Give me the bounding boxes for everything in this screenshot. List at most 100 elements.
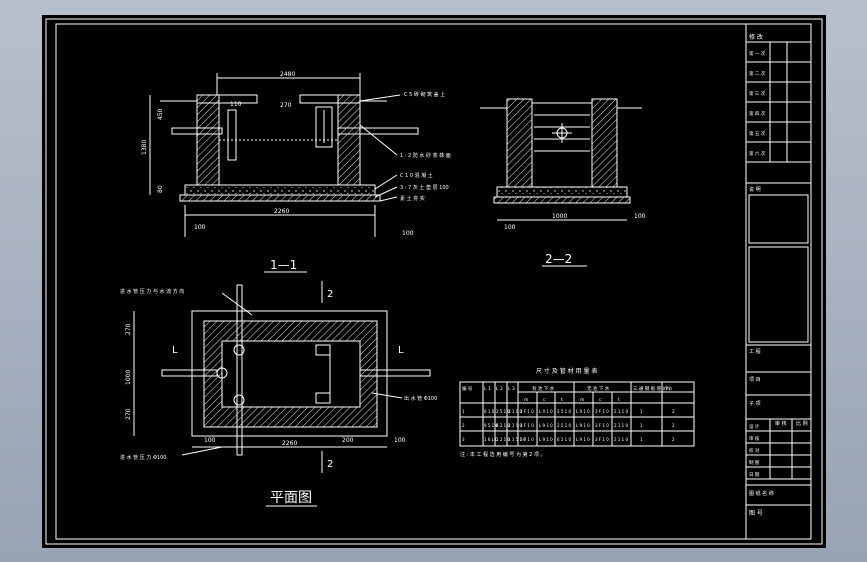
dim-plan-100-right: 100 bbox=[394, 437, 406, 444]
table-header-1: 无 池 下 水 bbox=[587, 385, 610, 392]
table-header-1: L 1 bbox=[484, 386, 491, 392]
s1-left-wall bbox=[196, 94, 220, 186]
tb-revision-row: 第 一 次 bbox=[749, 50, 766, 57]
dim-plan-L-left: L bbox=[172, 345, 178, 356]
dim-s1-100b: 100 bbox=[402, 230, 414, 237]
table-cell: 2 bbox=[462, 423, 465, 428]
plan-annotation-2: 出 水 管 Φ100 bbox=[404, 395, 437, 402]
table-cell: 2 1 1 0 bbox=[614, 437, 628, 442]
table-cell: 2 1 1 0 bbox=[508, 423, 522, 428]
annotation-3: C 1 0 混 凝 土 bbox=[400, 172, 433, 179]
s1-base-concrete bbox=[184, 184, 376, 196]
table-header-2: c bbox=[599, 398, 602, 403]
table-header-1: L 2 bbox=[496, 386, 503, 392]
dim-s1-bottom: 2260 bbox=[274, 208, 289, 215]
tb-revision-row: 第 二 次 bbox=[749, 70, 766, 77]
annotation-5: 素 土 夯 实 bbox=[400, 195, 425, 202]
table-cell: 2 1 1 0 bbox=[614, 423, 628, 428]
s1-inlet-pipe bbox=[171, 127, 223, 135]
section-1-1: 2480 2260 100 100 1380 450 80 bbox=[141, 71, 451, 273]
table-cell: 2 1 1 0 bbox=[508, 409, 522, 414]
dim-plan-L-right: L bbox=[398, 345, 404, 356]
table-cell: 3 bbox=[462, 437, 465, 442]
table-header-1: 编 号 bbox=[462, 385, 473, 392]
table-cell: L 9 1 0 bbox=[576, 409, 590, 414]
s1-right-wall bbox=[337, 94, 361, 186]
table-cell: L 9 1 0 bbox=[539, 437, 553, 442]
tb-project-row3: 子 项 bbox=[749, 400, 761, 407]
s1-outlet-pipe bbox=[337, 127, 419, 135]
dim-s1-top-inner: 270 bbox=[280, 102, 292, 109]
section-marker-bottom: 2 bbox=[327, 459, 333, 470]
table-cell: 3 F 1 0 bbox=[520, 437, 534, 442]
tb-approval-row: 日 期 bbox=[749, 472, 760, 478]
table-header-2: t bbox=[618, 397, 620, 403]
table-cell: 3 F 1 0 bbox=[520, 409, 534, 414]
dim-s2-100b: 100 bbox=[634, 213, 646, 220]
tb-revision-row: 第 三 次 bbox=[749, 90, 766, 97]
table-cell: 6 2 1 0 bbox=[557, 437, 571, 442]
annotation-2: 1 : 2 防 水 砂 浆 抹 面 bbox=[400, 152, 451, 159]
plan-annotation-3: 进 水 管 压 力 Φ100 bbox=[120, 454, 166, 461]
tb-revision-label: 修 改 bbox=[749, 33, 763, 41]
table-cell: 2 1 1 0 bbox=[614, 409, 628, 414]
plan-walls bbox=[203, 320, 378, 428]
dim-plan-270-top: 270 bbox=[125, 323, 132, 335]
table-cell: 2 5 1 0 bbox=[557, 423, 571, 428]
dim-plan-270-bot: 270 bbox=[125, 408, 132, 420]
table-cell: 1 bbox=[640, 409, 643, 414]
title-block: 修 改 第 一 次第 二 次第 三 次第 四 次第 五 次第 六 次 说 明 工… bbox=[745, 23, 812, 540]
s1-base-soil bbox=[179, 194, 381, 202]
drawing-sheet: 2480 2260 100 100 1380 450 80 bbox=[42, 15, 826, 548]
plan-title: 平面图 bbox=[270, 490, 312, 506]
table-cell: 6 2 1 0 bbox=[496, 423, 510, 428]
tb-revision-row: 第 五 次 bbox=[749, 130, 766, 137]
table-header-2: m bbox=[524, 398, 528, 403]
table-cell: 3 F 1 0 bbox=[595, 409, 609, 414]
dim-plan-mid: 1000 bbox=[125, 370, 132, 385]
table-header-2: m bbox=[580, 398, 584, 403]
table-cell: L 9 1 0 bbox=[539, 423, 553, 428]
annotation-1: C 5 砖 砌 筑 盖 上 bbox=[404, 91, 445, 98]
tb-drawing-number: 图 号 bbox=[749, 510, 763, 517]
tb-approval-row: 校 对 bbox=[749, 447, 760, 454]
section-2-2: 1000 100 100 2—2 bbox=[480, 98, 646, 267]
plan-view: 2 270 1000 270 L L 2260 100 100 200 进 水 … bbox=[120, 281, 437, 507]
table-cell: L 9 1 0 bbox=[539, 409, 553, 414]
section-1-title: 1—1 bbox=[270, 258, 297, 272]
table-header-2: t bbox=[561, 397, 563, 403]
tb-revision-row: 第 四 次 bbox=[749, 110, 766, 117]
table-cell: 2 5 1 0 bbox=[557, 409, 571, 414]
table-cell: 2 bbox=[672, 409, 675, 414]
dim-s1-100a: 100 bbox=[194, 224, 206, 231]
plan-outline bbox=[191, 310, 388, 437]
tb-project-row2: 项 目 bbox=[749, 377, 761, 383]
table-header-1: 有 池 下 水 bbox=[532, 385, 555, 392]
tb-approval-row: 设 计 bbox=[749, 423, 760, 430]
outer-border bbox=[45, 18, 823, 545]
table-header-1: 三 通 钢 板 管 (个) bbox=[633, 385, 671, 392]
table-cell: L 9 1 0 bbox=[576, 423, 590, 428]
tb-approval-row: 审 核 bbox=[749, 435, 760, 442]
table-cell: 1 bbox=[640, 423, 643, 428]
cad-drawing-canvas[interactable]: 2480 2260 100 100 1380 450 80 bbox=[42, 15, 826, 548]
table-cell: 1 2 1 0 bbox=[496, 437, 510, 442]
tb-notes-label: 说 明 bbox=[749, 186, 761, 193]
annotation-4: 3 : 7 灰 土 垫 层 100 bbox=[400, 184, 449, 191]
table-cell: 2 bbox=[672, 437, 675, 442]
dim-s2-width: 1000 bbox=[552, 213, 567, 220]
tb-drawing-name: 图 纸 名 称 bbox=[749, 490, 774, 497]
dim-s2-100a: 100 bbox=[504, 224, 516, 231]
dim-plan-100-left: 100 bbox=[204, 437, 216, 444]
table-cell: 6 1 0 bbox=[484, 409, 495, 414]
table-cell: 2 bbox=[672, 423, 675, 428]
table-cell: 3 F 1 0 bbox=[595, 437, 609, 442]
dim-s1-left-lower: 80 bbox=[157, 185, 164, 193]
table-title: 尺 寸 及 管 材 用 量 表 bbox=[536, 367, 597, 375]
table-cell: 3 F 1 0 bbox=[520, 423, 534, 428]
plan-inlet-pipe bbox=[236, 284, 243, 456]
dim-s1-top: 2480 bbox=[280, 71, 295, 78]
plan-annotation-1: 进 水 管 压 力 与 水 流 方 向 bbox=[120, 288, 184, 295]
